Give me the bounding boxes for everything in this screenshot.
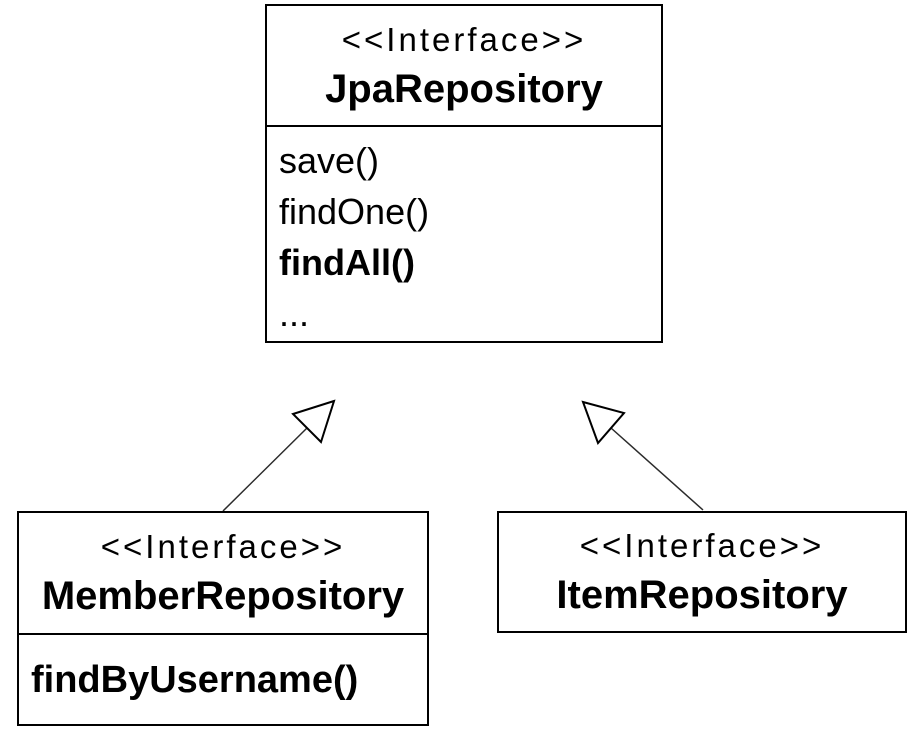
methods-compartment: findByUsername() <box>19 635 427 724</box>
method-item: findAll() <box>279 242 415 283</box>
class-name: MemberRepository <box>41 574 405 618</box>
method-item: ... <box>279 293 310 334</box>
method-item: findByUsername() <box>31 658 359 701</box>
class-header: <<Interface>> JpaRepository <box>267 6 661 127</box>
edge-line <box>610 427 704 511</box>
stereotype-label: <<Interface>> <box>341 20 587 58</box>
class-header: <<Interface>> ItemRepository <box>499 513 905 631</box>
class-name: JpaRepository <box>325 66 603 111</box>
class-header: <<Interface>> MemberRepository <box>19 513 427 635</box>
class-box-memberrepository: <<Interface>> MemberRepository findByUse… <box>17 511 429 726</box>
edge-itemrepository-to-jparepository <box>581 400 704 511</box>
stereotype-label: <<Interface>> <box>579 527 825 564</box>
method-item: findOne() <box>279 191 430 232</box>
class-box-jparepository: <<Interface>> JpaRepository save() findO… <box>265 4 663 343</box>
method-item: save() <box>279 140 380 181</box>
edge-line <box>222 427 308 512</box>
hollow-triangle-arrowhead <box>581 400 626 445</box>
class-name: ItemRepository <box>556 573 848 617</box>
hollow-triangle-arrowhead <box>291 399 336 444</box>
edge-memberrepository-to-jparepository <box>222 399 336 512</box>
class-box-itemrepository: <<Interface>> ItemRepository <box>497 511 907 633</box>
stereotype-label: <<Interface>> <box>100 528 346 565</box>
methods-compartment: save() findOne() findAll() ... <box>267 127 661 339</box>
